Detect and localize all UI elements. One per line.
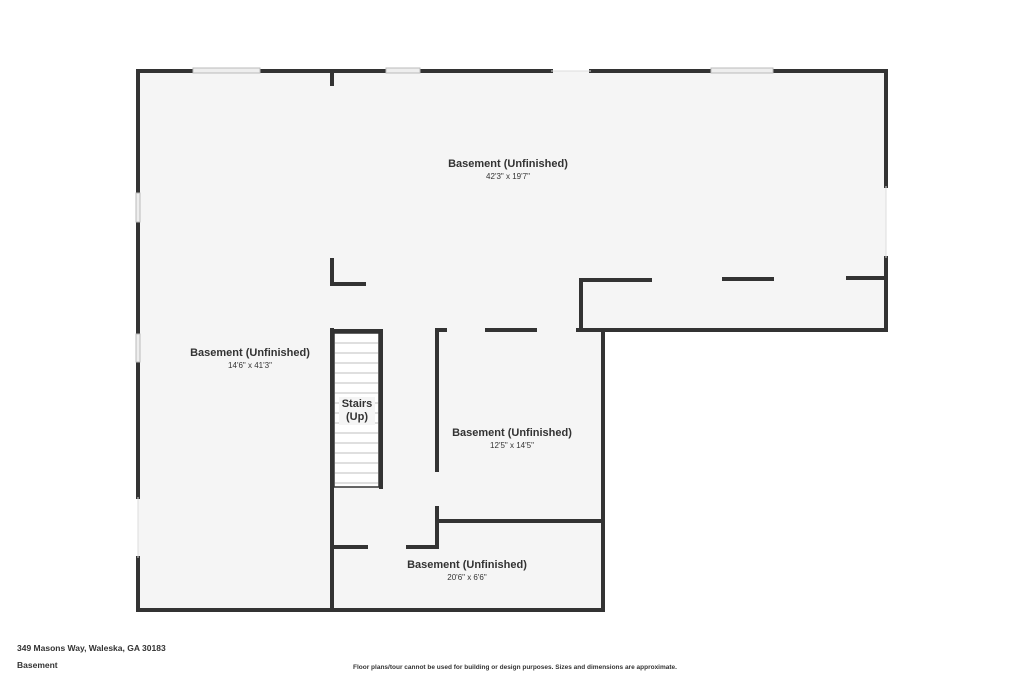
openings	[137, 70, 887, 558]
room-name: Basement (Unfinished)	[190, 347, 310, 359]
room-name: Basement (Unfinished)	[452, 427, 572, 439]
room-label-left: Basement (Unfinished) 14'6" x 41'3"	[190, 347, 310, 371]
room-label-top: Basement (Unfinished) 42'3" x 19'7"	[448, 158, 568, 182]
window-top-1	[192, 67, 261, 74]
stairs-label: Stairs (Up)	[339, 397, 375, 425]
room-label-middle: Basement (Unfinished) 12'5" x 14'5"	[452, 427, 572, 451]
room-label-bottom: Basement (Unfinished) 20'6" x 6'6"	[407, 559, 527, 583]
interior-walls	[330, 69, 888, 612]
window-top-2	[385, 67, 421, 74]
room-name: Basement (Unfinished)	[407, 559, 527, 571]
room-dimensions: 12'5" x 14'5"	[490, 441, 534, 450]
room-dimensions: 20'6" x 6'6"	[447, 573, 487, 582]
window-top-3	[710, 67, 774, 74]
floor-name: Basement	[17, 660, 58, 670]
room-name: Basement (Unfinished)	[448, 158, 568, 170]
room-dimensions: 14'6" x 41'3"	[228, 361, 272, 370]
window-left-1	[135, 192, 141, 223]
window-left-2	[135, 333, 141, 363]
room-dimensions: 42'3" x 19'7"	[486, 172, 530, 181]
exterior-walls	[136, 69, 888, 612]
floor-area	[138, 71, 886, 610]
stairs-label-line1: Stairs	[341, 398, 373, 410]
windows	[135, 67, 774, 363]
property-address: 349 Masons Way, Waleska, GA 30183	[17, 643, 166, 653]
disclaimer-text: Floor plans/tour cannot be used for buil…	[353, 664, 677, 671]
stairs-label-line2: (Up)	[346, 411, 368, 423]
